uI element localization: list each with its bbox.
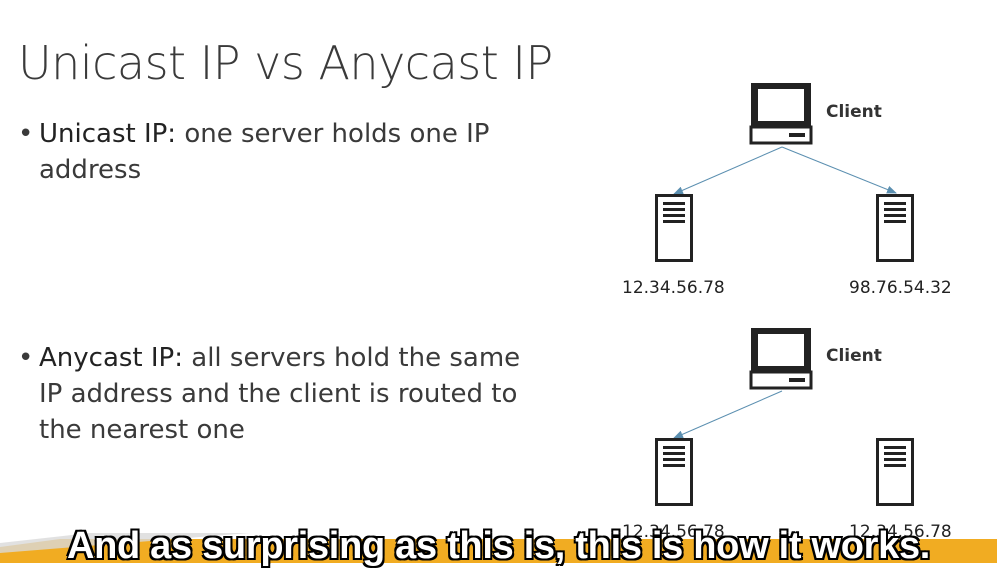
connection-arrow (673, 390, 783, 439)
bullet-term: Unicast IP: (39, 119, 177, 149)
bullet-dot: • (18, 343, 34, 373)
server-icon (655, 194, 693, 262)
connection-arrow (673, 146, 783, 195)
slide-title: Unicast IP vs Anycast IP (18, 36, 553, 90)
bullet-text: one server holds one IP address (39, 119, 490, 185)
client-computer-icon (749, 326, 813, 390)
server-ip-label: 12.34.56.78 (849, 522, 952, 542)
server-icon (655, 438, 693, 506)
server-ip-label: 12.34.56.78 (622, 522, 725, 542)
bullet-anycast: • Anycast IP: all servers hold the same … (18, 340, 538, 448)
server-ip-label: 12.34.56.78 (622, 278, 725, 298)
bullet-dot: • (18, 119, 34, 149)
connection-arrow (781, 146, 897, 194)
server-icon (876, 438, 914, 506)
server-ip-label: 98.76.54.32 (849, 278, 952, 298)
video-subtitle: And as surprising as this is, this is ho… (66, 524, 931, 568)
bullet-term: Anycast IP: (39, 343, 183, 373)
accent-bar (0, 533, 997, 563)
client-label: Client (826, 346, 882, 366)
bullet-unicast: • Unicast IP: one server holds one IP ad… (18, 116, 538, 188)
bullet-text: all servers hold the same IP address and… (39, 343, 521, 445)
server-icon (876, 194, 914, 262)
client-computer-icon (749, 81, 813, 145)
client-label: Client (826, 102, 882, 122)
